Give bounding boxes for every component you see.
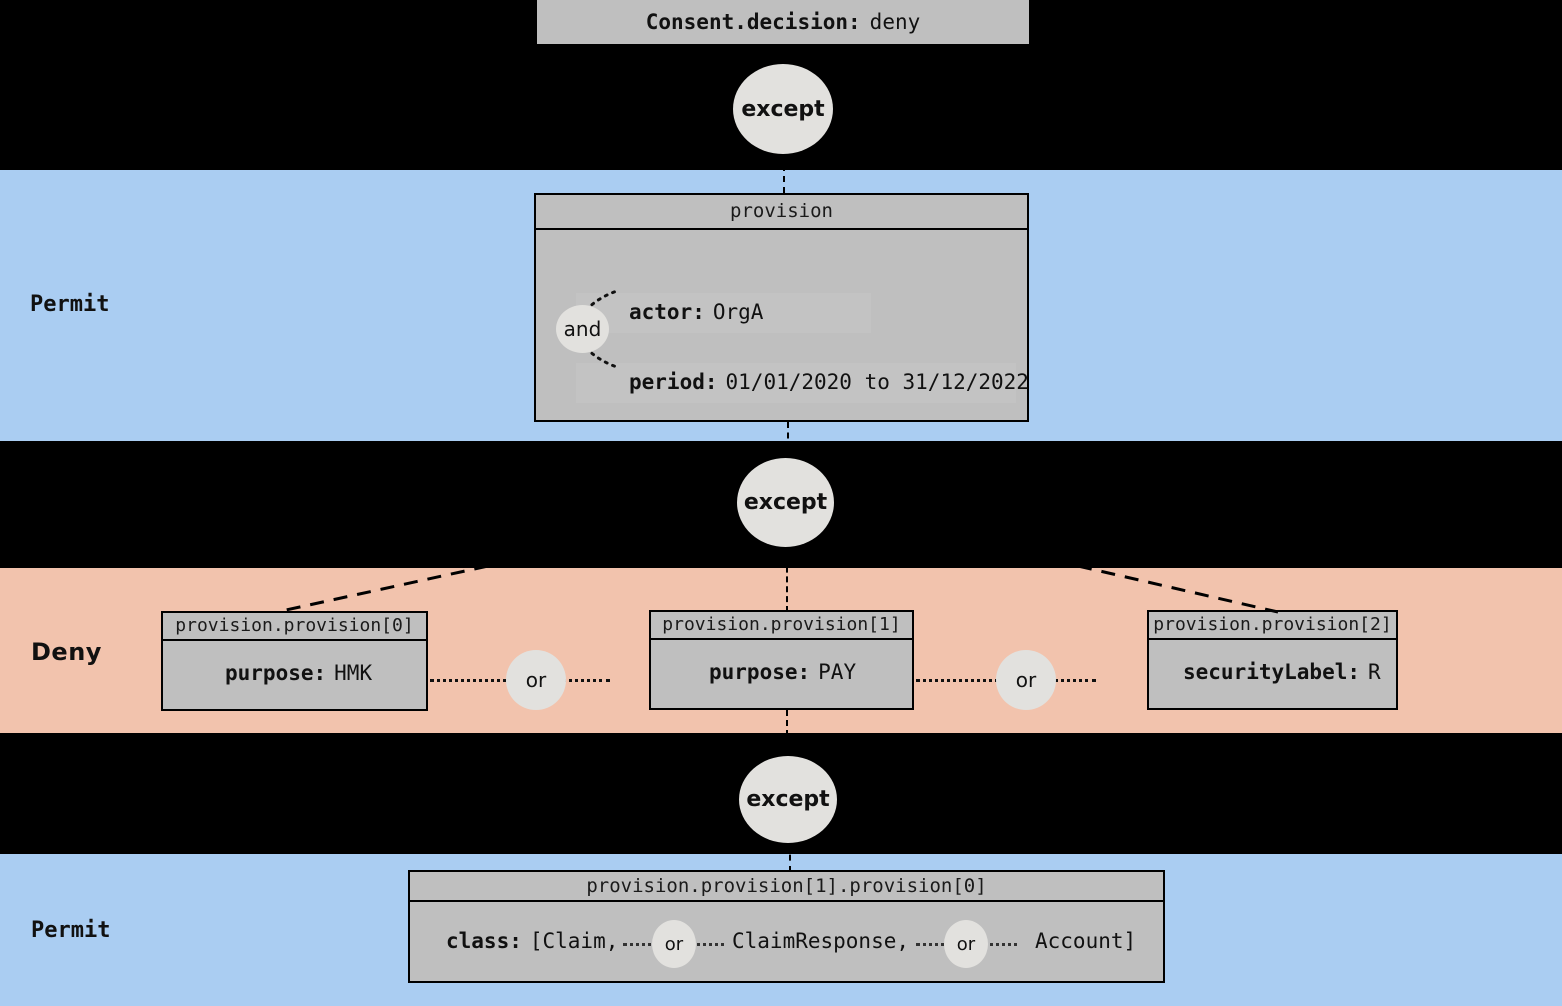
consent-decision-value: deny <box>869 10 921 34</box>
operator-or-2[interactable]: or <box>996 650 1056 710</box>
field-period-value: 01/01/2020 to 31/12/2022 <box>725 370 1029 394</box>
node-provision-leaf-title: provision.provision[1].provision[0] <box>410 872 1163 902</box>
field-purpose-pay-value: PAY <box>818 660 857 684</box>
field-purpose-pay-key: purpose: <box>709 660 811 684</box>
node-provision-2[interactable]: provision.provision[2] securityLabel: R <box>1147 610 1398 710</box>
or-inline-link-2a <box>916 943 952 946</box>
field-period: period: 01/01/2020 to 31/12/2022 <box>629 370 1029 394</box>
connector-provision1-to-except3 <box>786 710 788 766</box>
connector-provision-to-except2 <box>787 422 789 470</box>
connector-title-to-except1 <box>783 44 785 76</box>
node-provision-2-body: securityLabel: R <box>1149 640 1396 708</box>
operator-except-1[interactable]: except <box>733 64 833 154</box>
field-purpose-hmk-key: purpose: <box>225 661 327 685</box>
consent-decision-box: Consent.decision: deny <box>537 0 1029 44</box>
node-provision-leaf-body: class: [Claim, ClaimResponse, Account] <box>410 902 1163 981</box>
operator-except-3[interactable]: except <box>739 756 837 843</box>
node-provision-0-title: provision.provision[0] <box>163 613 426 641</box>
node-provision-1-title: provision.provision[1] <box>651 612 912 640</box>
field-purpose-pay: purpose: PAY <box>709 660 856 684</box>
field-security-label-key: securityLabel: <box>1183 660 1361 684</box>
or-inline-link-1b <box>691 943 724 946</box>
field-security-label-value: R <box>1368 660 1381 684</box>
band-label-permit-bottom: Permit <box>31 918 111 943</box>
row-highlight-actor <box>576 293 871 333</box>
node-provision-1[interactable]: provision.provision[1] purpose: PAY <box>649 610 914 710</box>
operator-or-inline-2[interactable]: or <box>944 920 988 968</box>
node-provision-root[interactable]: provision actor: OrgA period: 01/01/2020 t… <box>534 193 1029 422</box>
operator-except-2[interactable]: except <box>737 458 834 547</box>
row-highlight-period <box>576 363 1016 403</box>
field-class-mid: ClaimResponse, <box>732 929 910 953</box>
field-period-key: period: <box>629 370 718 394</box>
field-purpose-hmk: purpose: HMK <box>225 661 372 685</box>
node-provision-1-body: purpose: PAY <box>651 640 912 708</box>
field-class-key: class: <box>446 929 522 953</box>
band-label-permit-top: Permit <box>30 292 110 317</box>
field-class-key-open: class: [Claim, <box>446 929 618 953</box>
band-label-deny: Deny <box>31 638 102 666</box>
node-provision-leaf[interactable]: provision.provision[1].provision[0] clas… <box>408 870 1165 983</box>
operator-or-inline-1[interactable]: or <box>652 920 696 968</box>
or-inline-link-1a <box>623 943 659 946</box>
connector-except2-to-provision1 <box>786 537 788 612</box>
field-actor-key: actor: <box>629 300 705 324</box>
node-provision-root-body: actor: OrgA period: 01/01/2020 to 31/12/20… <box>536 230 1029 420</box>
connector-except1-to-provision <box>783 143 785 193</box>
field-actor: actor: OrgA <box>629 300 763 324</box>
field-actor-value: OrgA <box>712 300 764 324</box>
node-provision-0-body: purpose: HMK <box>163 641 426 709</box>
node-provision-root-title: provision <box>536 195 1027 230</box>
field-purpose-hmk-value: HMK <box>334 661 373 685</box>
field-class-close: Account] <box>1035 929 1137 953</box>
connector-except3-to-leaf <box>789 832 791 872</box>
field-class-open: [Claim, <box>529 929 619 953</box>
operator-and[interactable]: and <box>556 305 609 353</box>
field-security-label: securityLabel: R <box>1183 660 1381 684</box>
node-provision-2-title: provision.provision[2] <box>1149 612 1396 640</box>
operator-or-1[interactable]: or <box>506 650 566 710</box>
node-provision-0[interactable]: provision.provision[0] purpose: HMK <box>161 611 428 711</box>
or-inline-link-2b <box>984 943 1017 946</box>
consent-decision-key: Consent.decision: <box>645 10 861 34</box>
